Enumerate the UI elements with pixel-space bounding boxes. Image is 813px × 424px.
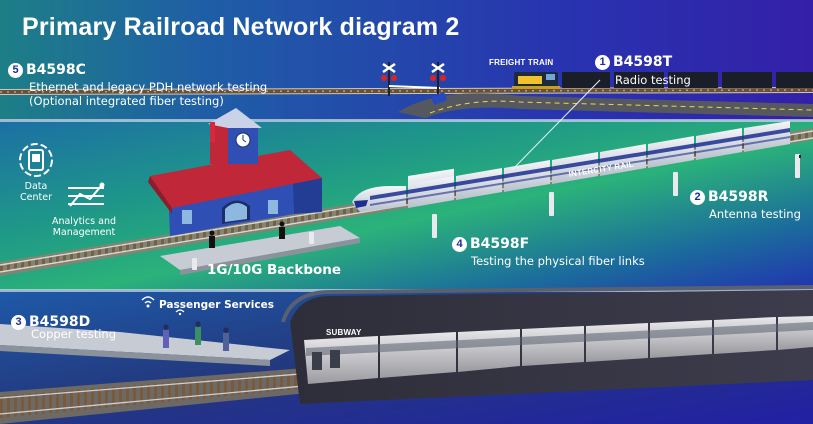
analytics-label-line2: Management <box>52 227 116 238</box>
callout-number-3: 3 <box>11 315 26 330</box>
intercity-train <box>352 121 790 212</box>
subway-platform <box>0 324 290 366</box>
train-station <box>148 108 322 236</box>
callout-code: B4598D <box>29 314 91 330</box>
callout-line <box>511 79 601 171</box>
callout-code: B4598T <box>613 54 673 70</box>
analytics-icon <box>68 182 105 207</box>
analytics-label-line1: Analytics and <box>51 216 117 227</box>
freight-train-label: FREIGHT TRAIN <box>489 58 554 67</box>
wifi-icon <box>141 296 185 316</box>
callout-desc: Copper testing <box>31 327 116 341</box>
page-title: Primary Railroad Network diagram 2 <box>22 13 460 41</box>
callout-desc: Radio testing <box>615 73 691 87</box>
callout-desc: Testing the physical fiber links <box>471 254 645 268</box>
data-center-label-line2: Center <box>20 192 52 203</box>
callout-desc: (Optional integrated fiber testing) <box>29 94 224 108</box>
railroad-crossing-icon <box>381 62 446 96</box>
data-center-label: Data Center <box>14 181 58 203</box>
antenna-pole-icon <box>192 154 801 270</box>
callout-number-5: 5 <box>8 63 23 78</box>
callout-desc: Antenna testing <box>709 207 801 221</box>
callout-number-2: 2 <box>690 190 705 205</box>
analytics-label: Analytics and Management <box>44 216 124 238</box>
data-center-icon <box>19 143 53 177</box>
callout-code: B4598R <box>708 189 769 205</box>
passenger-services-label: Passenger Services <box>159 299 274 311</box>
callout-number-1: 1 <box>595 55 610 70</box>
callout-desc: Ethernet and legacy PDH network testing <box>29 80 268 94</box>
callout-code: B4598F <box>470 236 530 252</box>
road <box>398 93 813 118</box>
callout-number-4: 4 <box>452 237 467 252</box>
platform-people <box>209 221 285 248</box>
car-icon <box>431 92 447 105</box>
callout-code: B4598C <box>26 62 86 78</box>
backbone-label: 1G/10G Backbone <box>207 262 342 278</box>
freight-train <box>512 72 813 89</box>
passenger-people <box>163 321 229 351</box>
data-center-label-line1: Data <box>24 181 48 192</box>
subway-label: SUBWAY <box>326 328 362 337</box>
clock-tower-icon <box>208 108 262 164</box>
subway-train <box>304 316 813 384</box>
